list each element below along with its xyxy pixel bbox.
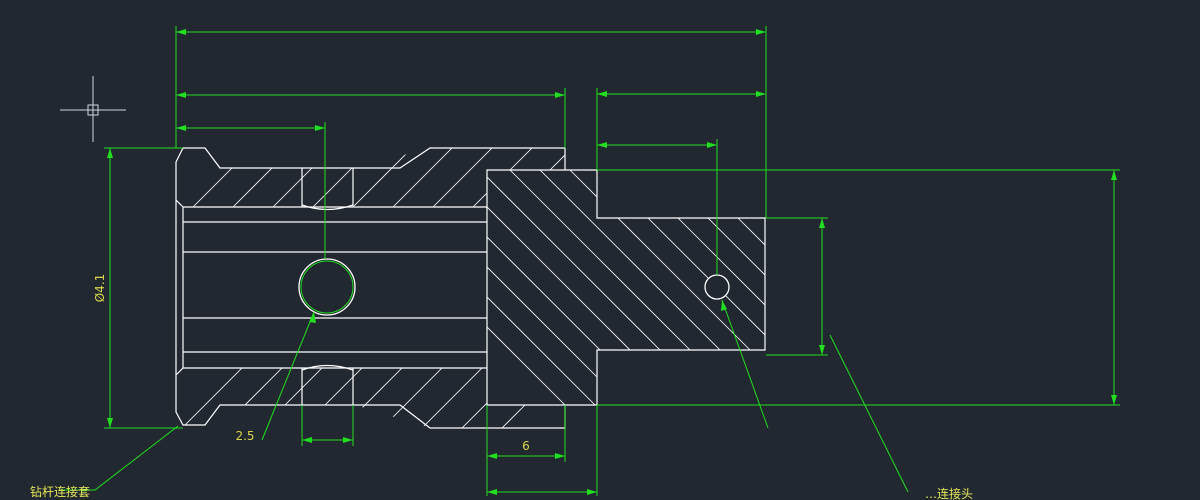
bore-circle — [298, 258, 356, 316]
dimension-lines — [60, 26, 1120, 496]
dim-step: 6 — [522, 439, 530, 453]
pin-hole-circle — [704, 274, 730, 300]
dimension-arrowheads — [107, 29, 1117, 495]
section-hatch-right — [487, 170, 765, 405]
callout-part-right: …连接头 — [925, 486, 973, 500]
callout-part-left: 钻杆连接套 — [30, 484, 90, 499]
bore-circle-highlight — [300, 260, 354, 314]
dim-groove-bottom: 2.5 — [235, 429, 254, 443]
section-hatch-left-top — [183, 148, 565, 207]
part-outline — [175, 147, 766, 429]
crosshair-icon — [60, 76, 126, 142]
section-hatch-left-bottom — [183, 368, 565, 428]
dim-bore-diameter: Ø4.1 — [93, 274, 107, 303]
